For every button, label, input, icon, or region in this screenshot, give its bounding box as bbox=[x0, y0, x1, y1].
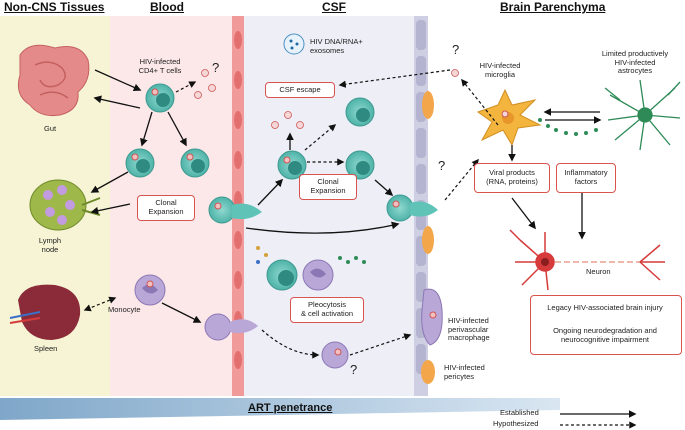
legend-established-label: Established bbox=[500, 408, 539, 417]
art-penetrance-bar bbox=[0, 398, 560, 420]
tcell-transmigrating-blood bbox=[208, 196, 262, 224]
label-gut: Gut bbox=[44, 124, 57, 133]
tcell-transmigrating-brain bbox=[386, 194, 438, 222]
label-monocyte: Monocyte bbox=[108, 305, 141, 314]
box-inflammatory-factors: Inflammatory factors bbox=[556, 163, 616, 193]
hiv-virions bbox=[194, 69, 459, 129]
monocyte-blood bbox=[134, 274, 166, 306]
label-exosomes: HIV DNA/RNA+ exosomes bbox=[310, 37, 363, 55]
question-mark-monocyte: ? bbox=[350, 362, 358, 377]
box-ongoing-neurodegradation: Ongoing neurodegradation and neurocognit… bbox=[535, 324, 675, 348]
established-arrows bbox=[90, 69, 602, 323]
label-art-penetrance: ART penetrance bbox=[248, 402, 333, 414]
spleen-organ bbox=[9, 284, 81, 340]
neuron-cell bbox=[509, 229, 665, 291]
tcell-clone-left bbox=[125, 148, 155, 178]
label-macrophage: HIV-infected perivascular macrophage bbox=[448, 316, 490, 343]
tcell-csf-escape bbox=[345, 97, 375, 127]
header-blood: Blood bbox=[150, 0, 184, 14]
label-astrocytes: Limited productively HIV-infected astroc… bbox=[601, 49, 669, 76]
tcell-infected-top bbox=[145, 83, 175, 113]
lymph-node-organ bbox=[29, 179, 101, 231]
header-non-cns: Non-CNS Tissues bbox=[4, 0, 105, 14]
csf-region bbox=[244, 16, 414, 396]
label-neuron: Neuron bbox=[586, 267, 611, 276]
label-spleen: Spleen bbox=[34, 344, 58, 353]
box-clonal-expansion-csf: Clonal Expansion bbox=[299, 174, 357, 200]
label-pericytes: HIV-infected pericytes bbox=[444, 363, 485, 381]
gut-organ bbox=[17, 44, 90, 116]
tcell-csf-right bbox=[345, 150, 375, 180]
question-mark-brain-entry: ? bbox=[438, 158, 446, 173]
label-microglia: HIV-infected microglia bbox=[479, 61, 521, 79]
tcell-csf-center bbox=[277, 150, 307, 180]
hypothesized-arrows bbox=[83, 69, 499, 359]
monocyte-transmigrating bbox=[204, 313, 258, 341]
box-viral-products: Viral products (RNA, proteins) bbox=[474, 163, 550, 193]
astrocyte-cell bbox=[604, 79, 681, 151]
perivascular-macrophage bbox=[421, 288, 443, 346]
cytokine-dots-csf bbox=[256, 246, 366, 264]
question-mark-blood: ? bbox=[212, 60, 220, 75]
label-tcells: HIV-infected CD4+ T cells bbox=[138, 57, 182, 75]
header-parenchyma: Brain Parenchyma bbox=[500, 0, 606, 14]
box-pleocytosis: Pleocytosis & cell activation bbox=[290, 297, 364, 323]
box-legacy-injury: Legacy HIV-associated brain injury bbox=[535, 302, 675, 314]
microglia-dots bbox=[538, 118, 598, 136]
box-clonal-expansion-blood: Clonal Expansion bbox=[137, 195, 195, 221]
question-mark-microglia: ? bbox=[452, 42, 460, 57]
box-outcomes-frame bbox=[530, 295, 682, 355]
microglia-cell bbox=[476, 88, 542, 147]
legend-hypothesized-label: Hypothesized bbox=[493, 419, 539, 428]
box-csf-escape: CSF escape bbox=[265, 82, 335, 98]
activated-cells-csf bbox=[266, 259, 334, 291]
tcell-clone-right bbox=[180, 148, 210, 178]
header-csf: CSF bbox=[322, 0, 346, 14]
label-lymph-node: Lymph node bbox=[38, 236, 62, 254]
exosome-cluster bbox=[283, 33, 305, 55]
monocyte-csf bbox=[321, 341, 349, 369]
